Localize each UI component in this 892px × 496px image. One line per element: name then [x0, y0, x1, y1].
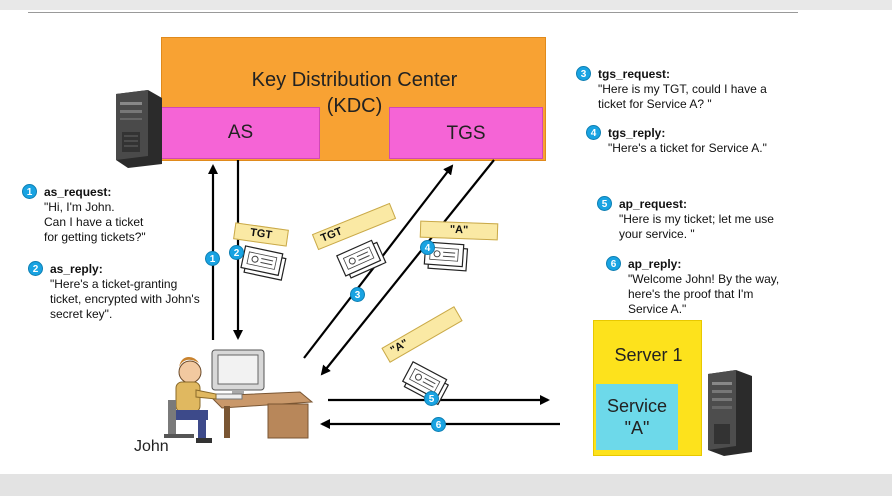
- note-line: "Here is my TGT, could I have a: [598, 82, 767, 96]
- server1-label: Server 1: [614, 345, 683, 365]
- arrow-badge-6: 6: [431, 417, 446, 432]
- kdc-subtitle: (KDC): [326, 95, 383, 117]
- note-title: ap_reply:: [628, 257, 682, 271]
- note-as-request: as_request: "Hi, I'm John. Can I have a …: [44, 185, 146, 245]
- service-a-label-line1: Service: [606, 396, 668, 416]
- note-badge-3: 3: [576, 66, 591, 81]
- note-badge-6: 6: [606, 256, 621, 271]
- note-line: secret key".: [50, 307, 113, 321]
- note-line: "Hi, I'm John.: [44, 200, 115, 214]
- tgs-box: TGS: [389, 107, 543, 159]
- kdc-title: Key Distribution Center: [251, 69, 458, 91]
- note-title: tgs_request:: [598, 67, 671, 81]
- note-badge-2: 2: [28, 261, 43, 276]
- note-title: ap_request:: [619, 197, 688, 211]
- john-label: John: [134, 438, 169, 455]
- note-line: here's the proof that I'm: [628, 287, 754, 301]
- note-tgs-reply: tgs_reply: "Here's a ticket for Service …: [608, 126, 767, 156]
- window-frame-bottom: [0, 474, 892, 496]
- note-line: "Here's a ticket for Service A.": [608, 141, 767, 155]
- service-server-tower-icon: [708, 370, 752, 456]
- note-badge-1: 1: [22, 184, 37, 199]
- note-title: as_request:: [44, 185, 112, 199]
- note-badge-4: 4: [586, 125, 601, 140]
- note-line: Service A.": [628, 302, 687, 316]
- note-line: "Here is my ticket; let me use: [619, 212, 774, 226]
- note-tgs-request: tgs_request: "Here is my TGT, could I ha…: [598, 67, 767, 112]
- arrow-badge-1: 1: [205, 251, 220, 266]
- note-badge-5: 5: [597, 196, 612, 211]
- slide-top-border: [28, 12, 798, 13]
- ticket-tag-a-1: "A": [419, 220, 499, 241]
- note-title: tgs_reply:: [608, 126, 666, 140]
- kdc-server-tower-icon: [116, 90, 162, 168]
- note-line: Can I have a ticket: [44, 215, 144, 229]
- john-at-computer-icon: [164, 349, 314, 443]
- note-line: "Here's a ticket-granting: [50, 277, 178, 291]
- note-line: ticket, encrypted with John's: [50, 292, 200, 306]
- arrow-badge-4: 4: [420, 240, 435, 255]
- as-box: AS: [161, 107, 320, 159]
- note-line: ticket for Service A? ": [598, 97, 712, 111]
- note-title: as_reply:: [50, 262, 103, 276]
- window-frame-top: [0, 0, 892, 10]
- note-ap-request: ap_request: "Here is my ticket; let me u…: [619, 197, 774, 242]
- arrow-4-tgs-reply: [320, 159, 495, 376]
- arrow-badge-3: 3: [350, 287, 365, 302]
- note-as-reply: as_reply: "Here's a ticket-granting tick…: [50, 262, 200, 322]
- note-ap-reply: ap_reply: "Welcome John! By the way, her…: [628, 257, 779, 317]
- note-line: your service. ": [619, 227, 695, 241]
- note-line: for getting tickets?": [44, 230, 146, 244]
- arrow-badge-2: 2: [229, 245, 244, 260]
- service-a-label-line2: "A": [624, 418, 650, 438]
- service-a-box: Service "A": [596, 384, 678, 450]
- arrow-badge-5: 5: [424, 391, 439, 406]
- ticket-icon-2: [240, 245, 287, 281]
- ticket-icon-3: [336, 239, 387, 279]
- note-line: "Welcome John! By the way,: [628, 272, 780, 286]
